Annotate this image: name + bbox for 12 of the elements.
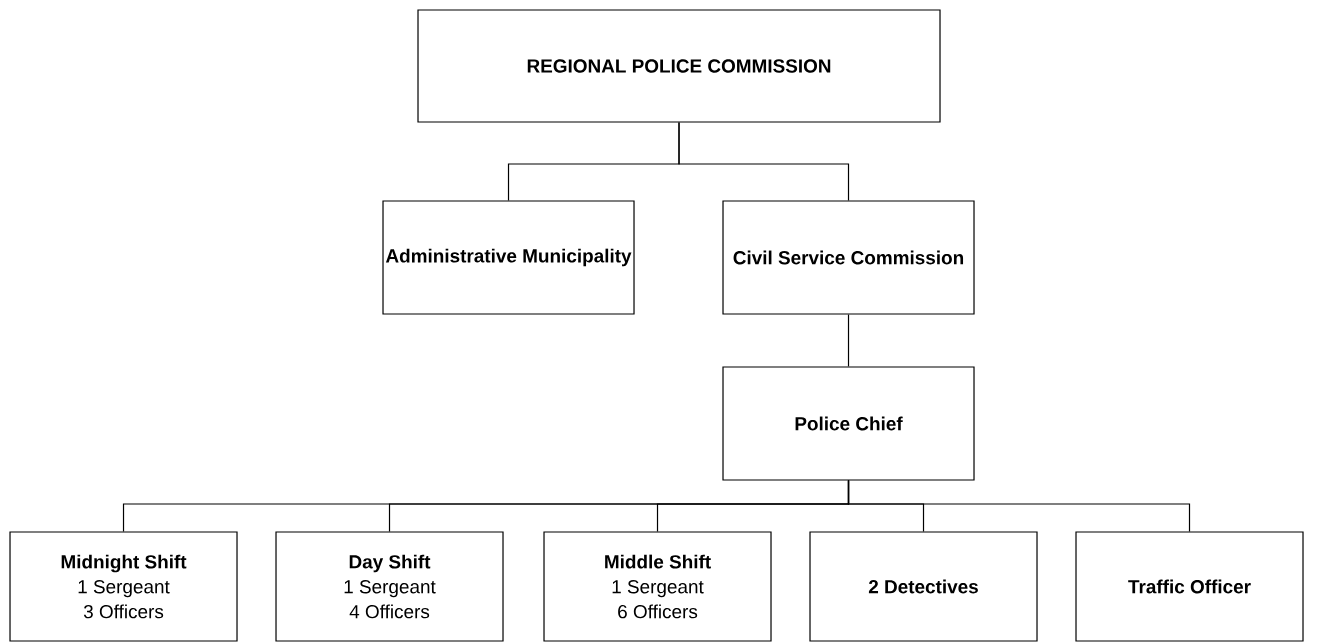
org-box: Police Chief	[722, 366, 975, 481]
connector-line	[678, 122, 850, 201]
connector-line	[847, 314, 850, 367]
org-box: Midnight Shift 1 Sergeant 3 Officers	[9, 531, 238, 642]
org-box: Traffic Officer	[1075, 531, 1304, 642]
org-box: Administrative Municipality	[382, 200, 635, 315]
org-box: Middle Shift 1 Sergeant 6 Officers	[543, 531, 772, 642]
org-box: Civil Service Commission	[722, 200, 975, 315]
org-box: REGIONAL POLICE COMMISSION	[417, 9, 941, 123]
org-box: Day Shift 1 Sergeant 4 Officers	[275, 531, 504, 642]
org-box: 2 Detectives	[809, 531, 1038, 642]
connector-line	[847, 480, 1191, 532]
